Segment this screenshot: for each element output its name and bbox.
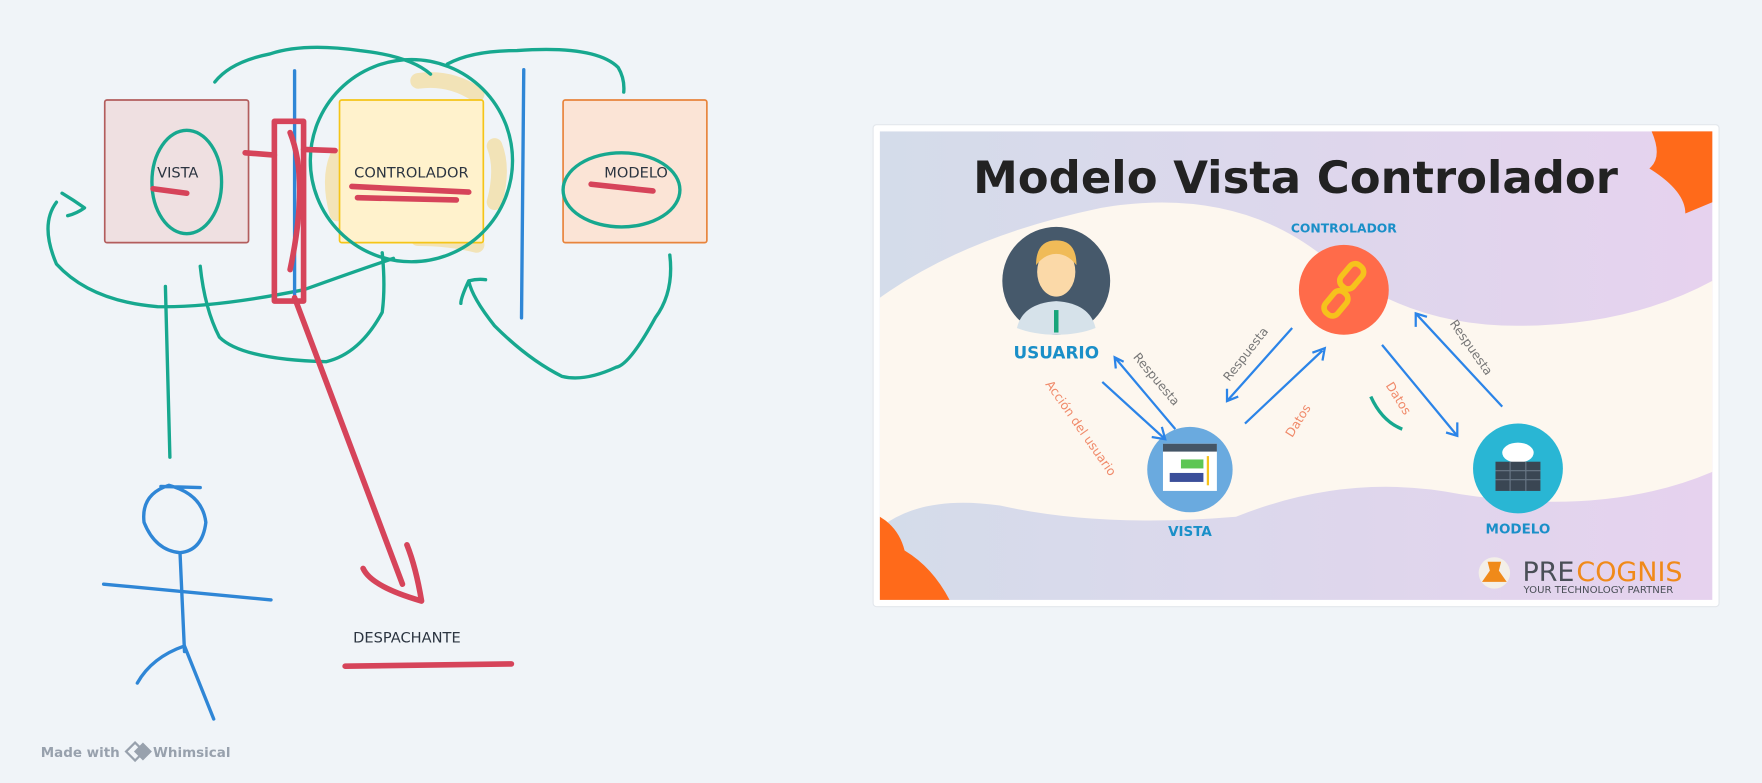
mvc-image-card[interactable]: Modelo Vista Controlador USUARIO CONTROL… [872,124,1720,608]
controlador-box[interactable] [338,99,485,244]
whimsical-logo-icon [124,740,152,763]
logo-brand-a: PRE [1522,557,1574,588]
usuario-label: USUARIO [1013,342,1099,362]
controlador-box-label: CONTROLADOR [354,164,468,181]
chain-link-icon [1298,244,1389,335]
flow-arrows [1101,311,1504,441]
vista-box[interactable] [103,99,250,244]
precognis-logo: PRE COGNIS YOUR TECHNOLOGY PARTNER [1478,557,1683,596]
sketch-area[interactable]: VISTA CONTROLADOR MODELO [41,45,708,763]
controlador-label: CONTROLADOR [1291,222,1397,236]
teal-annotation-mark [1369,395,1403,431]
despachante-underline [342,661,515,669]
logo-brand-b: COGNIS [1576,557,1682,588]
gear-icon [1649,131,1713,214]
modelo-box[interactable] [562,99,708,244]
red-strokes [150,118,656,669]
modelo-server-icon [1473,423,1563,514]
mvc-title: Modelo Vista Controlador [973,151,1619,204]
vista-browser-icon [1147,426,1233,513]
made-with-label: Made with [41,745,120,761]
modelo-label: MODELO [1486,522,1551,538]
usuario-avatar-icon [1002,226,1111,335]
stick-figure-icon [101,483,273,721]
logo-tagline: YOUR TECHNOLOGY PARTNER [1523,585,1674,596]
made-with-whimsical[interactable]: Made with Whimsical [41,740,231,763]
modelo-box-label: MODELO [604,164,668,181]
gear-icon [879,516,950,600]
despachante-label: DESPACHANTE [353,630,461,647]
whimsical-brand: Whimsical [153,745,230,761]
vista-box-label: VISTA [157,164,198,181]
vista-label: VISTA [1168,524,1212,540]
